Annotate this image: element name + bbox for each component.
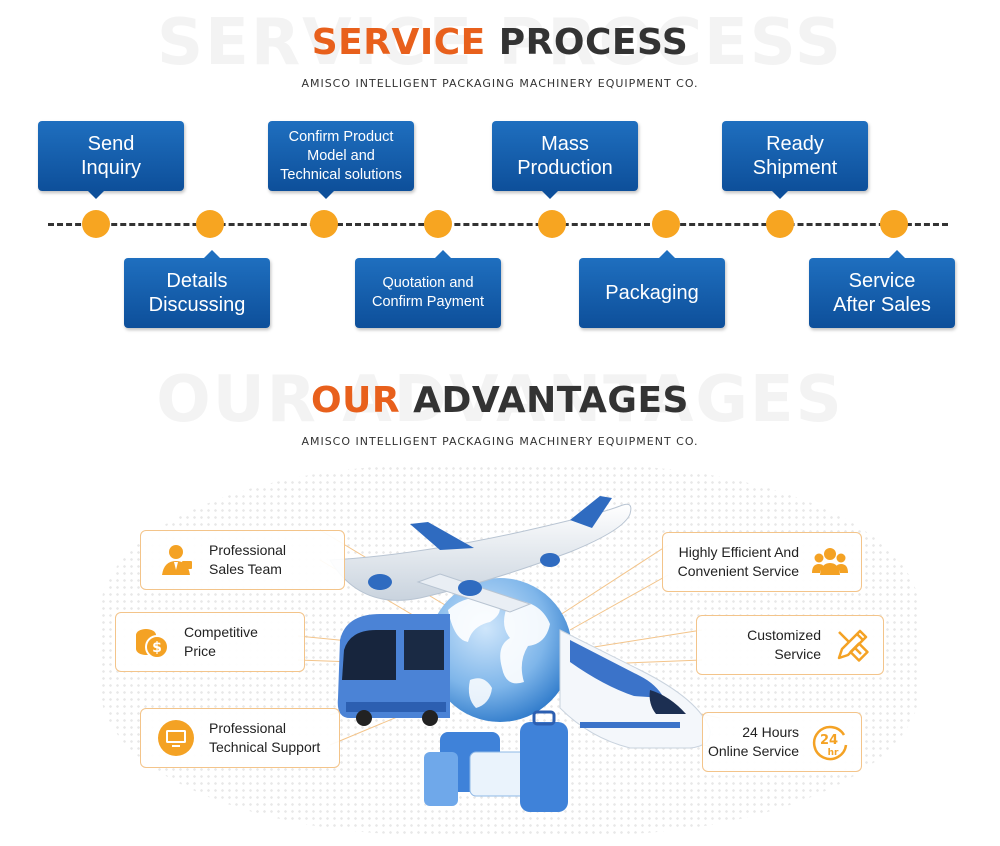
- svg-text:24: 24: [820, 733, 838, 748]
- timeline-dot: [310, 210, 338, 238]
- timeline-dot: [424, 210, 452, 238]
- luggage-icon: [424, 710, 568, 812]
- timeline-dot: [652, 210, 680, 238]
- timeline-dot: [538, 210, 566, 238]
- timeline-dot: [880, 210, 908, 238]
- step-packaging: Packaging: [579, 250, 725, 328]
- service-ghost-title: SERVICE PROCESS: [157, 6, 843, 80]
- timeline-dot: [82, 210, 110, 238]
- advantages-title: OUR ADVANTAGES: [0, 380, 1000, 421]
- airplane-icon: [329, 496, 632, 613]
- coins-icon: $: [136, 629, 169, 659]
- advantages-subtitle: AMISCO INTELLIGENT PACKAGING MACHINERY E…: [301, 435, 699, 448]
- advantages-ghost-title: OUR ADVANTAGES: [156, 363, 844, 437]
- train-icon: [559, 629, 711, 749]
- process-timeline: [48, 223, 948, 226]
- timeline-dot: [766, 210, 794, 238]
- pencil-ruler-icon: [837, 629, 869, 662]
- service-title-accent: SERVICE: [311, 22, 486, 63]
- svg-text:$: $: [152, 640, 162, 656]
- advantages-title-rest: ADVANTAGES: [413, 380, 689, 421]
- svg-text:hr: hr: [828, 748, 839, 758]
- monitor-icon: [158, 720, 194, 756]
- service-title: SERVICE PROCESS: [0, 22, 1000, 63]
- bus-icon: [337, 614, 450, 726]
- sales-person-icon: [162, 545, 192, 575]
- service-subtitle: AMISCO INTELLIGENT PACKAGING MACHINERY E…: [301, 77, 699, 90]
- timeline-dot: [196, 210, 224, 238]
- transport-illustration: [329, 496, 711, 812]
- team-icon: [812, 548, 848, 575]
- advantages-title-accent: OUR: [311, 380, 401, 421]
- service-title-rest: PROCESS: [498, 22, 689, 63]
- clock-24hr-icon: 24 hr: [812, 725, 848, 761]
